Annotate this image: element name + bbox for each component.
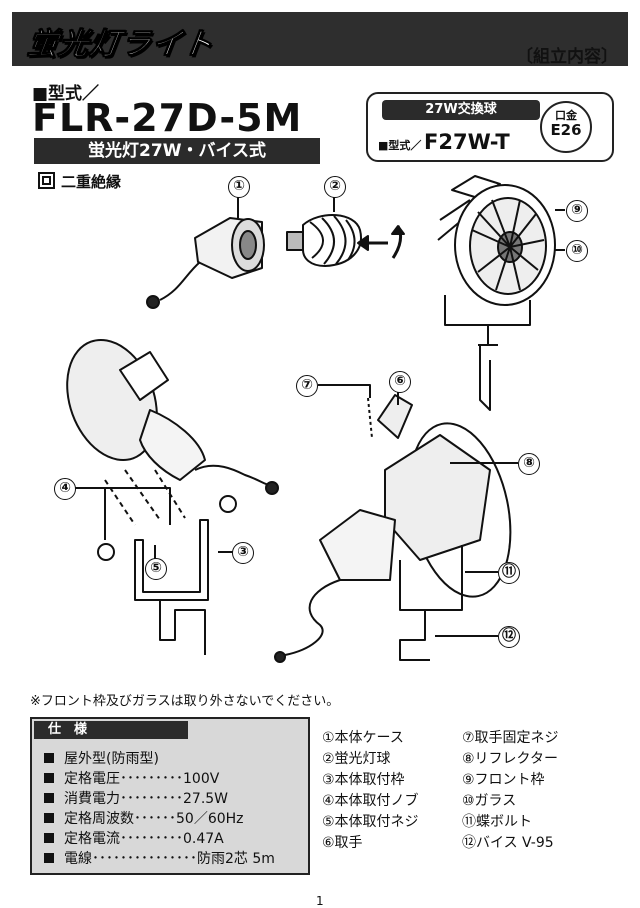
part-item: ⑪蝶ボルト — [462, 814, 532, 830]
callout-2: ② — [324, 176, 346, 198]
callout-11: ⑪ — [498, 562, 520, 584]
part-item: ①本体ケース — [322, 730, 404, 746]
callout-1: ① — [228, 176, 250, 198]
title-banner — [12, 12, 628, 66]
spec-heading: 仕 様 — [34, 721, 188, 739]
spec-item: 屋外型(防雨型) — [44, 748, 159, 768]
double-insulation-icon — [38, 172, 55, 189]
callout-3: ③ — [232, 542, 254, 564]
spec-item: 電線･･･････････････防雨2芯 5m — [44, 848, 275, 868]
callout-5: ⑤ — [145, 558, 167, 580]
model-number: FLR-27D-5M — [32, 96, 303, 140]
part-item: ③本体取付枠 — [322, 772, 405, 788]
floodlight-left-drawing — [66, 338, 279, 655]
floodlight-top-drawing — [437, 175, 556, 411]
part-item: ⑧リフレクター — [462, 751, 558, 767]
callout-8: ⑧ — [518, 453, 540, 475]
model-description: 蛍光灯27W・バイス式 — [34, 138, 320, 164]
spec-item: 定格電流･････････0.47A — [44, 828, 224, 848]
part-item: ⑥取手 — [322, 835, 363, 851]
bulb-model: F27W-T — [424, 130, 510, 154]
spec-item: 消費電力･････････27.5W — [44, 788, 228, 808]
callout-6: ⑥ — [389, 371, 411, 393]
part-item: ④本体取付ノブ — [322, 793, 419, 809]
floodlight-right-drawing — [274, 394, 512, 663]
bulb-model-label: ■型式／ — [378, 139, 422, 152]
part-item: ⑨フロント枠 — [462, 772, 545, 788]
callout-10: ⑩ — [566, 240, 588, 262]
caution-note: ※フロント枠及びガラスは取り外さないでください。 — [30, 694, 340, 709]
callout-4: ④ — [54, 478, 76, 500]
callout-12: ⑫ — [498, 626, 520, 648]
base-badge: 口金 E26 — [540, 101, 592, 153]
callout-7: ⑦ — [296, 375, 318, 397]
part-item: ⑫バイス V-95 — [462, 835, 554, 851]
part-item: ②蛍光灯球 — [322, 751, 391, 767]
page-number: 1 — [316, 894, 324, 908]
body-case-drawing — [146, 217, 265, 309]
part-item: ⑤本体取付ネジ — [322, 814, 419, 830]
part-item: ⑩ガラス — [462, 793, 517, 809]
assembly-illustration — [66, 175, 565, 663]
base-value: E26 — [550, 121, 582, 139]
assembly-heading: 〔組立内容〕 — [516, 47, 618, 67]
double-insulation: 二重絶縁 — [38, 171, 121, 192]
spec-item: 定格電圧･････････100V — [44, 768, 219, 788]
replacement-bulb-box — [366, 92, 614, 162]
base-label: 口金 — [555, 109, 577, 122]
bulb-drawing — [286, 213, 362, 267]
replacement-bulb-title: 27W交換球 — [382, 100, 540, 120]
model-label: ■型式／ — [32, 84, 100, 104]
spec-item: 定格周波数･･････50／60Hz — [44, 808, 244, 828]
callout-9: ⑨ — [566, 200, 588, 222]
spec-box — [30, 717, 310, 875]
part-item: ⑦取手固定ネジ — [462, 730, 559, 746]
double-insulation-label: 二重絶縁 — [61, 173, 122, 191]
